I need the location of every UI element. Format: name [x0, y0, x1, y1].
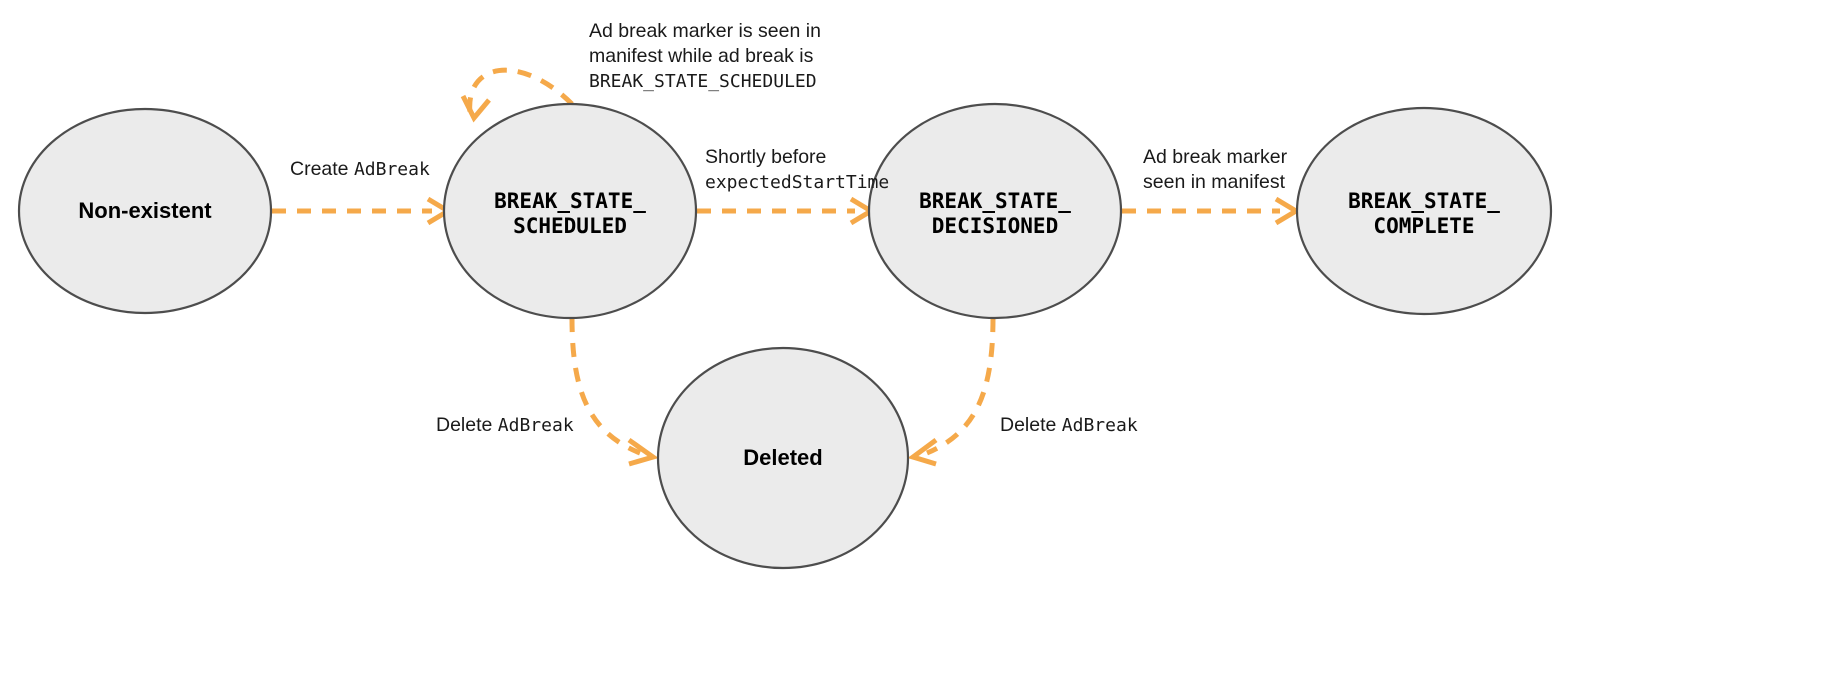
edge-delete-from-scheduled-arrowhead [627, 437, 659, 467]
edge-label-create-adbreak: Create AdBreak [290, 157, 430, 182]
edge-delete-from-scheduled-line [569, 317, 641, 456]
edge-label-self-loop-scheduled: Ad break marker is seen in manifest whil… [589, 19, 821, 94]
node-break-state-complete-label-line1: BREAK_STATE_ [1348, 189, 1500, 213]
edge-label-marker-seen: Ad break marker seen in manifest [1143, 145, 1287, 195]
node-break-state-scheduled[interactable]: BREAK_STATE_ SCHEDULED [442, 102, 698, 320]
edge-label-delete-from-scheduled-verb: Delete [436, 414, 498, 436]
edge-label-marker-seen-line1: Ad break marker [1143, 146, 1288, 168]
node-non-existent-shape[interactable] [17, 107, 273, 315]
edge-label-shortly-before-line2: expectedStartTime [705, 172, 890, 193]
node-deleted-label: Deleted [743, 445, 822, 470]
edge-marker-seen [1122, 196, 1301, 226]
edge-label-shortly-before: Shortly before expectedStartTime [705, 145, 889, 195]
edge-create-adbreak [272, 196, 453, 226]
edge-delete-from-decisioned-arrowhead [907, 437, 938, 467]
edge-self-loop-scheduled-arrowhead [460, 94, 491, 123]
node-break-state-scheduled-label-line2: SCHEDULED [513, 214, 627, 238]
edge-delete-from-decisioned [907, 317, 996, 467]
node-deleted[interactable]: Deleted [656, 346, 910, 570]
edge-label-create-adbreak-verb: Create [290, 158, 354, 180]
node-non-existent-label: Non-existent [78, 198, 212, 223]
node-break-state-complete-shape[interactable] [1295, 106, 1553, 316]
node-break-state-scheduled-label-line1: BREAK_STATE_ [494, 189, 646, 213]
edge-label-delete-from-scheduled: Delete AdBreak [436, 413, 574, 438]
edge-label-shortly-before-line1: Shortly before [705, 146, 827, 168]
node-break-state-scheduled-shape[interactable] [442, 102, 698, 320]
edge-label-self-loop-line2: manifest while ad break is [589, 45, 814, 67]
edge-label-delete-from-decisioned: Delete AdBreak [1000, 413, 1138, 438]
edge-delete-from-decisioned-line [926, 317, 996, 456]
edge-delete-from-scheduled [569, 317, 659, 467]
edge-shortly-before [697, 196, 876, 226]
node-deleted-shape[interactable] [656, 346, 910, 570]
node-break-state-complete-label-line2: COMPLETE [1373, 214, 1474, 238]
edge-self-loop-scheduled-line [467, 67, 574, 121]
node-break-state-decisioned-label-line2: DECISIONED [932, 214, 1058, 238]
edge-self-loop-scheduled [460, 67, 574, 123]
edge-label-delete-from-decisioned-verb: Delete [1000, 414, 1062, 436]
node-break-state-complete[interactable]: BREAK_STATE_ COMPLETE [1295, 106, 1553, 316]
node-non-existent[interactable]: Non-existent [17, 107, 273, 315]
edge-label-self-loop-line1: Ad break marker is seen in [589, 20, 821, 42]
edge-label-marker-seen-line2: seen in manifest [1143, 171, 1285, 193]
edge-label-self-loop-line3: BREAK_STATE_SCHEDULED [589, 71, 817, 92]
node-break-state-decisioned-label-line1: BREAK_STATE_ [919, 189, 1071, 213]
edge-label-delete-from-decisioned-entity: AdBreak [1061, 415, 1138, 436]
edge-label-create-adbreak-entity: AdBreak [353, 159, 430, 180]
node-break-state-decisioned[interactable]: BREAK_STATE_ DECISIONED [867, 102, 1123, 320]
edge-label-delete-from-scheduled-entity: AdBreak [497, 415, 574, 436]
node-break-state-decisioned-shape[interactable] [867, 102, 1123, 320]
